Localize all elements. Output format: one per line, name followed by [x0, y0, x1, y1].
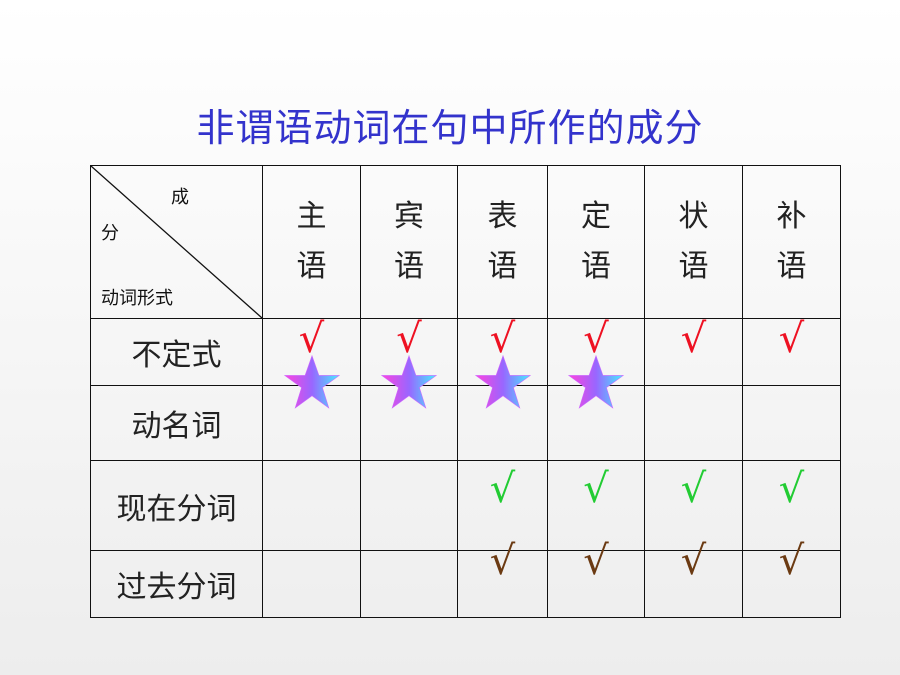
column-header-line2: 语	[296, 249, 327, 284]
row-infinitive: 不定式 √ √ √ √ √ √	[90, 316, 841, 386]
column-header-line2: 语	[678, 249, 709, 284]
check-mark-green: √	[680, 466, 707, 512]
row-label-past-participle: 过去分词	[90, 550, 263, 618]
star-icon	[567, 354, 625, 412]
star-icon	[380, 354, 438, 412]
check-mark-red: √	[680, 316, 707, 362]
corner-diagonal-line	[91, 166, 262, 318]
corner-label-top: 成	[171, 187, 189, 208]
row-label-infinitive: 不定式	[90, 318, 263, 386]
column-header-line1: 表	[487, 199, 518, 234]
column-header-line1: 状	[678, 199, 709, 234]
column-header-complement: 补 语	[742, 165, 841, 319]
table-cell	[547, 354, 645, 461]
column-header-line2: 语	[581, 249, 611, 284]
column-header-adverbial: 状 语	[644, 165, 743, 319]
table-cell	[644, 385, 743, 461]
row-past-participle: 过去分词 √ √ √ √	[90, 541, 841, 618]
table-cell	[457, 354, 548, 461]
check-mark-red: √	[489, 316, 516, 362]
column-header-line1: 主	[296, 199, 327, 234]
table-cell: √	[742, 316, 841, 386]
table-cell: √	[644, 460, 743, 551]
star-icon	[474, 354, 532, 412]
header-row: 成 分 动词形式 主 语 宾 语 表 语 定 语 状 语 补 语	[90, 165, 841, 319]
row-present-participle: 现在分词 √ √ √ √	[90, 460, 841, 551]
table-cell: √	[547, 460, 645, 551]
check-mark-green: √	[778, 466, 805, 512]
row-gerund: 动名词	[90, 354, 841, 461]
check-mark-brown: √	[489, 538, 516, 584]
row-label-present-participle: 现在分词	[90, 460, 263, 551]
table-cell: √	[742, 541, 841, 618]
column-header-line1: 补	[776, 199, 807, 234]
check-mark-green: √	[489, 466, 516, 512]
table-cell: √	[360, 316, 458, 386]
table-cell: √	[547, 541, 645, 618]
slide-title: 非谓语动词在句中所作的成分	[196, 106, 704, 150]
column-header-object: 宾 语	[360, 165, 458, 319]
table-cell	[262, 460, 361, 551]
column-header-attributive: 定 语	[547, 165, 645, 319]
column-header-line1: 宾	[394, 199, 424, 234]
table-cell	[360, 460, 458, 551]
table-cell: √	[644, 541, 743, 618]
table-cell: √	[742, 460, 841, 551]
check-mark-brown: √	[778, 538, 805, 584]
corner-cell: 成 分 动词形式	[90, 165, 263, 319]
table-cell	[360, 550, 458, 618]
table-cell: √	[457, 541, 548, 618]
check-mark-green: √	[583, 466, 609, 512]
check-mark-red: √	[778, 316, 805, 362]
corner-label-bottom: 动词形式	[101, 288, 173, 309]
column-header-line2: 语	[394, 249, 424, 284]
check-mark-brown: √	[680, 538, 707, 584]
row-label-gerund: 动名词	[90, 385, 263, 461]
table-cell	[742, 385, 841, 461]
check-mark-red: √	[583, 316, 609, 362]
table-cell	[262, 354, 361, 461]
check-mark-red: √	[396, 316, 422, 362]
table-cell: √	[644, 316, 743, 386]
table-cell: √	[457, 460, 548, 551]
column-header-predicative: 表 语	[457, 165, 548, 319]
table-cell	[262, 550, 361, 618]
role-table: 成 分 动词形式 主 语 宾 语 表 语 定 语 状 语 补 语 不定式	[90, 165, 841, 618]
check-mark-red: √	[298, 316, 325, 362]
table-cell	[360, 354, 458, 461]
column-header-line1: 定	[581, 199, 611, 234]
column-header-line2: 语	[776, 249, 807, 284]
corner-label-mid: 分	[101, 223, 119, 244]
column-header-subject: 主 语	[262, 165, 361, 319]
column-header-line2: 语	[487, 249, 518, 284]
check-mark-brown: √	[583, 538, 609, 584]
star-icon	[283, 354, 341, 412]
